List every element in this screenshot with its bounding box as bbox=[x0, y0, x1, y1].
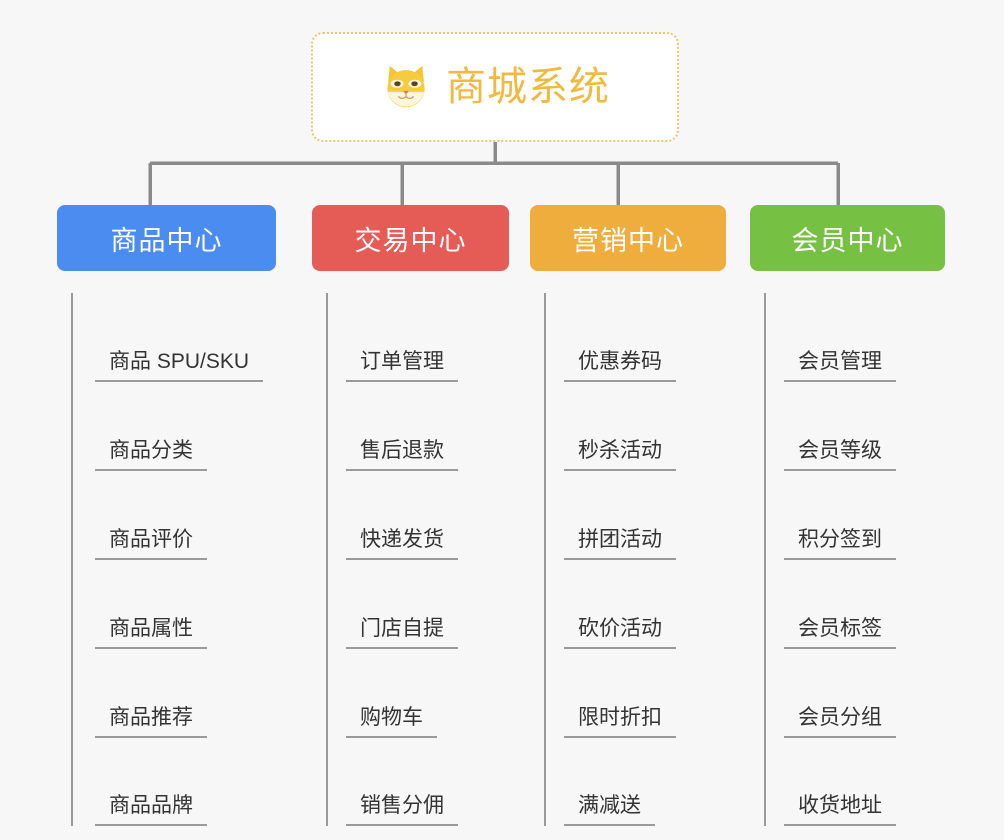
leaf-item[interactable]: 购物车 bbox=[328, 649, 509, 738]
leaf-label: 会员管理 bbox=[784, 350, 896, 382]
leaf-label: 商品推荐 bbox=[95, 706, 207, 738]
leaf-item[interactable]: 商品分类 bbox=[73, 382, 276, 471]
branch-head-营销中心[interactable]: 营销中心 bbox=[530, 205, 726, 271]
leaf-item[interactable]: 会员分组 bbox=[766, 649, 945, 738]
leaf-item[interactable]: 门店自提 bbox=[328, 560, 509, 649]
leaf-item[interactable]: 会员等级 bbox=[766, 382, 945, 471]
leaf-item[interactable]: 优惠券码 bbox=[546, 293, 726, 382]
branch-head-label: 营销中心 bbox=[572, 225, 684, 256]
leaf-item[interactable]: 收货地址 bbox=[766, 738, 945, 826]
leaf-item[interactable]: 商品评价 bbox=[73, 471, 276, 560]
leaf-item[interactable]: 砍价活动 bbox=[546, 560, 726, 649]
leaf-label: 购物车 bbox=[346, 706, 437, 738]
leaf-item[interactable]: 会员标签 bbox=[766, 560, 945, 649]
leaf-list-商品中心: 商品 SPU/SKU 商品分类 商品评价 商品属性 商品推荐 商品品牌 bbox=[71, 293, 276, 826]
branch-head-label: 交易中心 bbox=[354, 225, 467, 256]
leaf-list-营销中心: 优惠券码 秒杀活动 拼团活动 砍价活动 限时折扣 满减送 bbox=[544, 293, 726, 826]
branch-head-交易中心[interactable]: 交易中心 bbox=[312, 205, 509, 271]
leaf-label: 满减送 bbox=[564, 794, 655, 826]
leaf-item[interactable]: 拼团活动 bbox=[546, 471, 726, 560]
leaf-label: 会员等级 bbox=[784, 439, 896, 471]
root-title: 商城系统 bbox=[446, 65, 610, 109]
branch-交易中心: 交易中心 订单管理 售后退款 快递发货 门店自提 购物车 销售分佣 bbox=[312, 205, 509, 826]
leaf-label: 会员分组 bbox=[784, 706, 896, 738]
leaf-label: 优惠券码 bbox=[564, 350, 676, 382]
branch-head-label: 商品中心 bbox=[110, 225, 223, 256]
leaf-label: 售后退款 bbox=[346, 439, 458, 471]
leaf-label: 商品 SPU/SKU bbox=[95, 350, 264, 382]
leaf-item[interactable]: 商品推荐 bbox=[73, 649, 276, 738]
leaf-label: 商品评价 bbox=[95, 528, 207, 560]
leaf-item[interactable]: 限时折扣 bbox=[546, 649, 726, 738]
branch-columns: 商品中心 商品 SPU/SKU 商品分类 商品评价 商品属性 商品推荐 商品品牌… bbox=[0, 205, 1004, 826]
shiba-dog-face-icon bbox=[387, 65, 425, 108]
branch-会员中心: 会员中心 会员管理 会员等级 积分签到 会员标签 会员分组 收货地址 bbox=[750, 205, 945, 826]
leaf-item[interactable]: 订单管理 bbox=[328, 293, 509, 382]
leaf-label: 商品属性 bbox=[95, 617, 207, 649]
leaf-label: 订单管理 bbox=[346, 350, 458, 382]
leaf-item[interactable]: 售后退款 bbox=[328, 382, 509, 471]
leaf-item[interactable]: 满减送 bbox=[546, 738, 726, 826]
leaf-label: 积分签到 bbox=[784, 528, 896, 560]
leaf-item[interactable]: 商品属性 bbox=[73, 560, 276, 649]
branch-head-商品中心[interactable]: 商品中心 bbox=[57, 205, 276, 271]
branch-营销中心: 营销中心 优惠券码 秒杀活动 拼团活动 砍价活动 限时折扣 满减送 bbox=[530, 205, 726, 826]
leaf-list-会员中心: 会员管理 会员等级 积分签到 会员标签 会员分组 收货地址 bbox=[764, 293, 945, 826]
leaf-label: 门店自提 bbox=[346, 617, 458, 649]
leaf-item[interactable]: 积分签到 bbox=[766, 471, 945, 560]
leaf-label: 秒杀活动 bbox=[564, 439, 676, 471]
leaf-item[interactable]: 会员管理 bbox=[766, 293, 945, 382]
branch-商品中心: 商品中心 商品 SPU/SKU 商品分类 商品评价 商品属性 商品推荐 商品品牌 bbox=[57, 205, 276, 826]
leaf-label: 快递发货 bbox=[346, 528, 458, 560]
leaf-label: 收货地址 bbox=[784, 794, 896, 826]
leaf-item[interactable]: 销售分佣 bbox=[328, 738, 509, 826]
leaf-item[interactable]: 秒杀活动 bbox=[546, 382, 726, 471]
leaf-list-交易中心: 订单管理 售后退款 快递发货 门店自提 购物车 销售分佣 bbox=[326, 293, 509, 826]
leaf-label: 销售分佣 bbox=[346, 794, 458, 826]
branch-head-label: 会员中心 bbox=[791, 225, 904, 256]
leaf-label: 商品品牌 bbox=[95, 794, 207, 826]
leaf-item[interactable]: 商品 SPU/SKU bbox=[73, 293, 276, 382]
leaf-label: 会员标签 bbox=[784, 617, 896, 649]
leaf-label: 拼团活动 bbox=[564, 528, 676, 560]
leaf-label: 商品分类 bbox=[95, 439, 207, 471]
branch-head-会员中心[interactable]: 会员中心 bbox=[750, 205, 945, 271]
leaf-label: 砍价活动 bbox=[564, 617, 676, 649]
leaf-label: 限时折扣 bbox=[564, 706, 676, 738]
leaf-item[interactable]: 快递发货 bbox=[328, 471, 509, 560]
root-node-商城系统[interactable]: 商城系统 bbox=[311, 32, 679, 142]
leaf-item[interactable]: 商品品牌 bbox=[73, 738, 276, 826]
